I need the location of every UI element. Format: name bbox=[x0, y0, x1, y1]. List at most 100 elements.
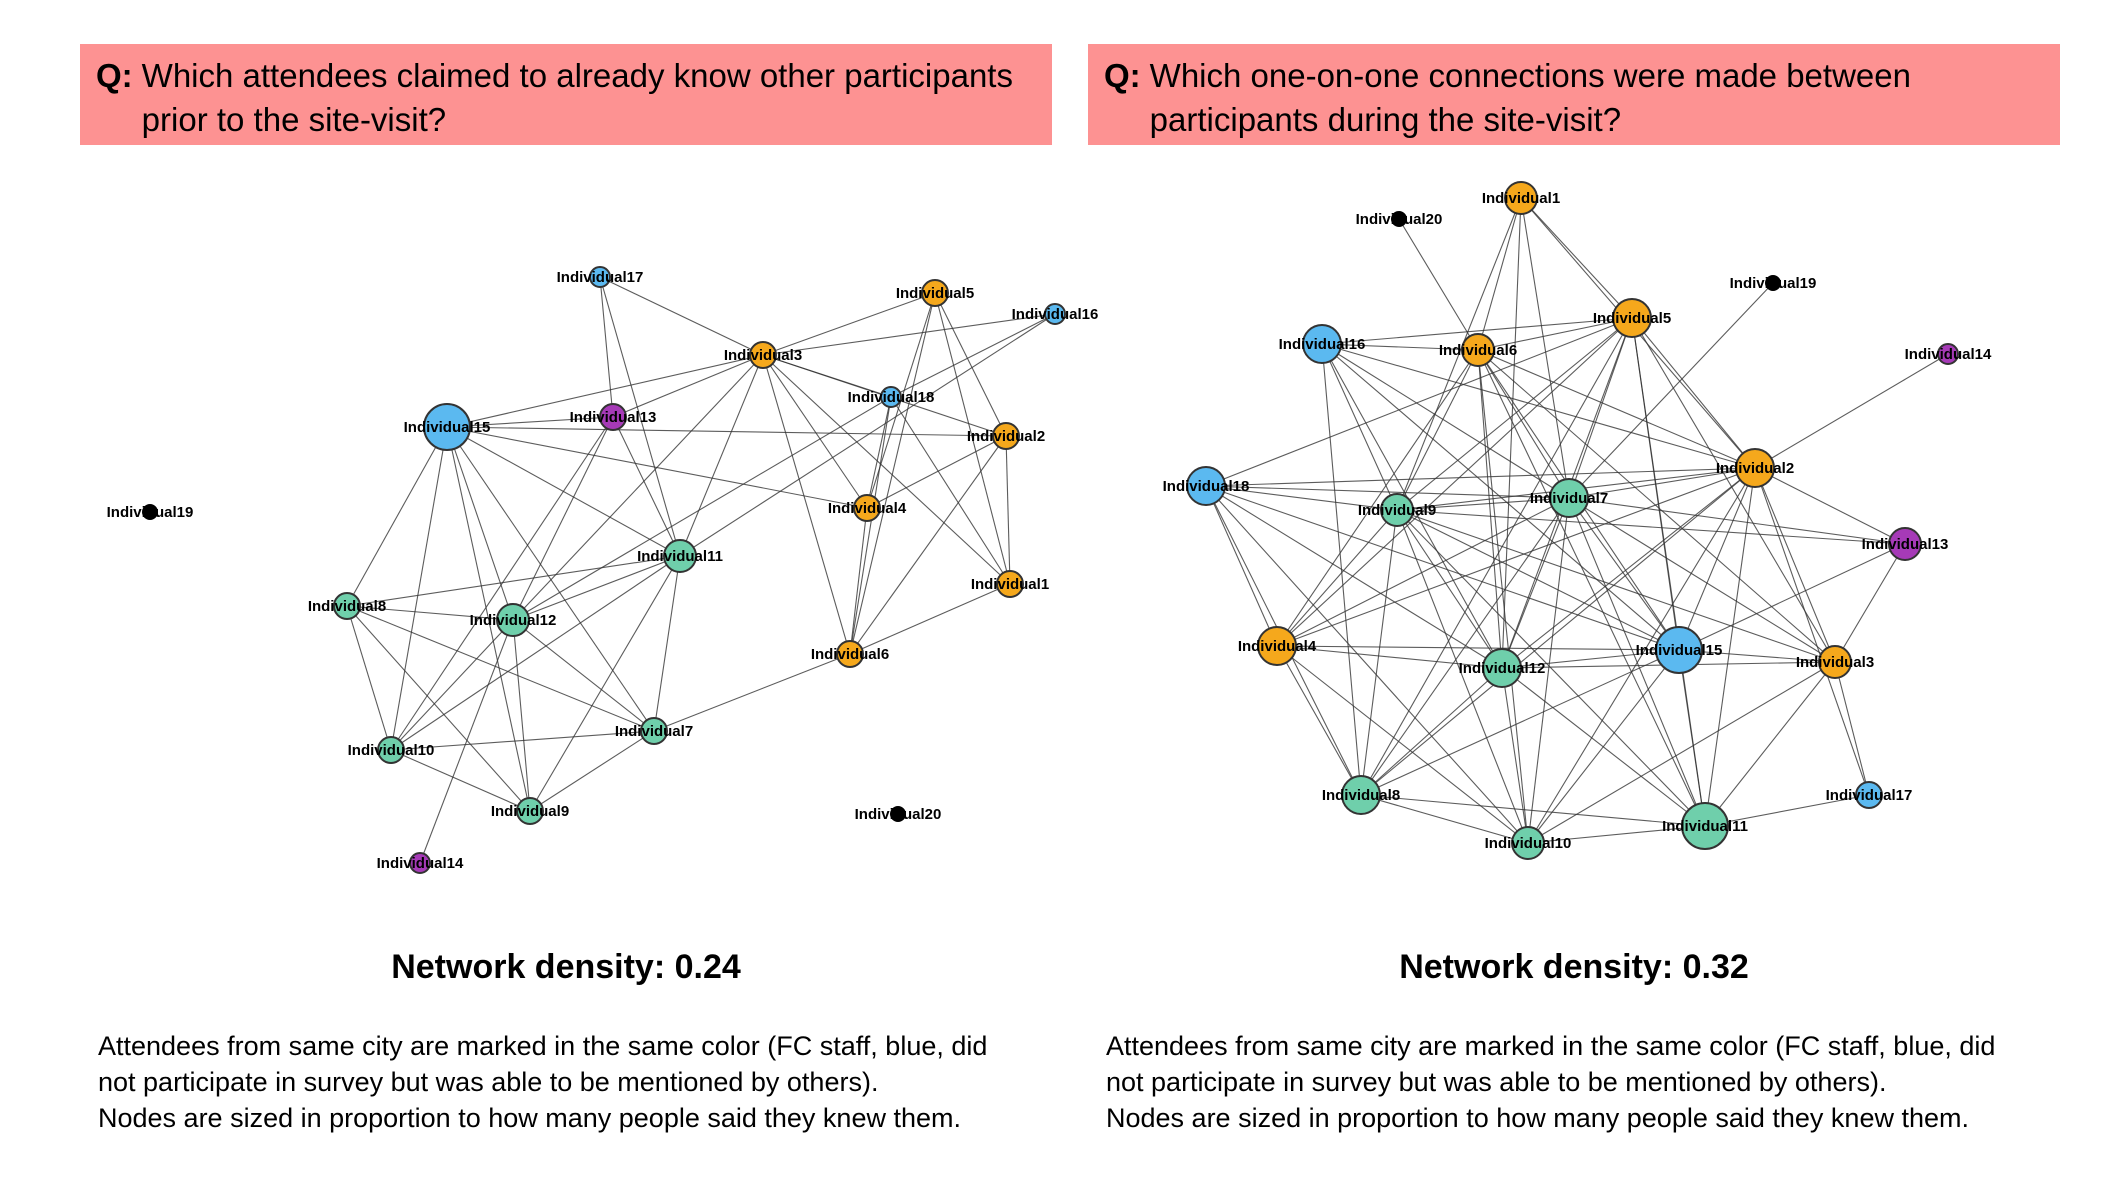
network-edge bbox=[512, 354, 764, 621]
network-edge bbox=[346, 605, 392, 751]
node-label: Individual16 bbox=[1279, 336, 1366, 353]
node-individual6 bbox=[836, 640, 864, 668]
network-edge bbox=[1360, 649, 1680, 796]
node-individual8 bbox=[1341, 775, 1381, 815]
network-edge bbox=[390, 426, 448, 751]
network-edge bbox=[1501, 497, 1570, 669]
network-edge bbox=[612, 354, 764, 418]
network-edge bbox=[446, 416, 614, 428]
node-label: Individual9 bbox=[1358, 502, 1436, 519]
node-label: Individual13 bbox=[570, 409, 657, 426]
network-edge bbox=[1396, 509, 1503, 669]
nodes bbox=[1186, 181, 1959, 860]
node-label: Individual3 bbox=[1796, 654, 1874, 671]
node-label: Individual11 bbox=[637, 548, 723, 565]
network-edge bbox=[1398, 218, 1479, 351]
node-individual20 bbox=[1391, 211, 1407, 227]
network-edge bbox=[1276, 645, 1680, 651]
node-label: Individual17 bbox=[1826, 787, 1913, 804]
node-individual12 bbox=[496, 603, 530, 637]
network-graph-prior: Individual1Individual2Individual3Individ… bbox=[107, 266, 1098, 874]
question-prefix: Q: bbox=[1104, 57, 1141, 94]
node-label: Individual1 bbox=[1482, 190, 1560, 207]
node-label: Individual19 bbox=[1730, 275, 1817, 292]
caption-line: Attendees from same city are marked in t… bbox=[1106, 1031, 1996, 1061]
edges bbox=[346, 276, 1056, 864]
network-edge bbox=[1205, 317, 1633, 487]
network-edge bbox=[1568, 467, 1756, 499]
node-labels: Individual1Individual2Individual3Individ… bbox=[107, 269, 1099, 872]
network-edge bbox=[849, 583, 1011, 655]
node-individual3 bbox=[1818, 645, 1852, 679]
question-header: Q: Which attendees claimed to already kn… bbox=[80, 44, 1052, 145]
node-individual10 bbox=[377, 736, 405, 764]
nodes bbox=[142, 266, 1066, 874]
network-edge bbox=[599, 276, 614, 418]
node-individual11 bbox=[663, 539, 697, 573]
network-edge bbox=[653, 653, 851, 732]
network-edge bbox=[1360, 497, 1570, 796]
network-edge bbox=[1477, 349, 1570, 499]
node-individual10 bbox=[1511, 826, 1545, 860]
node-individual6 bbox=[1461, 333, 1495, 367]
node-label: Individual9 bbox=[491, 803, 569, 820]
network-edge bbox=[512, 619, 531, 812]
node-label: Individual19 bbox=[107, 504, 194, 521]
node-label: Individual17 bbox=[557, 269, 644, 286]
network-edge bbox=[1205, 485, 1529, 844]
network-edge bbox=[1678, 543, 1906, 651]
network-edge bbox=[1360, 467, 1756, 796]
network-edge bbox=[1360, 794, 1529, 844]
caption: Attendees from same city are marked in t… bbox=[98, 1028, 1058, 1136]
node-label: Individual4 bbox=[1238, 638, 1317, 655]
network-density: Network density: 0.24 bbox=[391, 948, 741, 986]
network-edge bbox=[446, 426, 531, 812]
network-edge bbox=[346, 555, 681, 607]
node-individual2 bbox=[1735, 448, 1775, 488]
network-edge bbox=[1396, 509, 1680, 651]
network-edge bbox=[1568, 497, 1680, 651]
node-label: Individual18 bbox=[1163, 478, 1250, 495]
network-edge bbox=[446, 426, 1007, 437]
network-edge bbox=[1527, 497, 1570, 844]
network-edge bbox=[934, 292, 1011, 585]
network-edge bbox=[934, 292, 1007, 437]
node-individual16 bbox=[1044, 303, 1066, 325]
node-individual14 bbox=[409, 852, 431, 874]
node-individual16 bbox=[1302, 324, 1342, 364]
network-edge bbox=[849, 435, 1007, 655]
network-edge bbox=[890, 396, 1011, 585]
node-individual7 bbox=[1549, 478, 1589, 518]
network-edge bbox=[1205, 485, 1278, 647]
node-label: Individual8 bbox=[308, 598, 386, 615]
network-edge bbox=[1678, 649, 1836, 663]
network-edge bbox=[1834, 543, 1906, 663]
network-edge bbox=[1568, 497, 1906, 545]
node-individual3 bbox=[749, 341, 777, 369]
network-edge bbox=[1205, 485, 1680, 651]
network-edge bbox=[346, 426, 448, 607]
network-edge bbox=[1321, 343, 1398, 511]
node-individual18 bbox=[1186, 466, 1226, 506]
network-edge bbox=[762, 313, 1056, 356]
network-edge bbox=[1276, 509, 1398, 647]
network-edge bbox=[1520, 197, 1570, 499]
node-label: Individual3 bbox=[724, 347, 802, 364]
node-individual1 bbox=[1504, 181, 1538, 215]
network-edge bbox=[1005, 435, 1011, 585]
network-edge bbox=[1568, 497, 1836, 663]
network-edge bbox=[866, 396, 892, 509]
node-individual11 bbox=[1681, 802, 1729, 850]
network-edge bbox=[446, 426, 655, 732]
node-individual1 bbox=[996, 570, 1024, 598]
network-edge bbox=[419, 619, 514, 864]
network-edge bbox=[1501, 649, 1680, 669]
node-label: Individual8 bbox=[1322, 787, 1400, 804]
network-edge bbox=[1568, 282, 1774, 499]
network-edge bbox=[1205, 485, 1398, 511]
node-label: Individual4 bbox=[828, 500, 907, 517]
network-edge bbox=[346, 605, 514, 621]
network-edge bbox=[390, 749, 531, 812]
network-edge bbox=[1477, 349, 1756, 469]
network-edge bbox=[1205, 485, 1503, 669]
